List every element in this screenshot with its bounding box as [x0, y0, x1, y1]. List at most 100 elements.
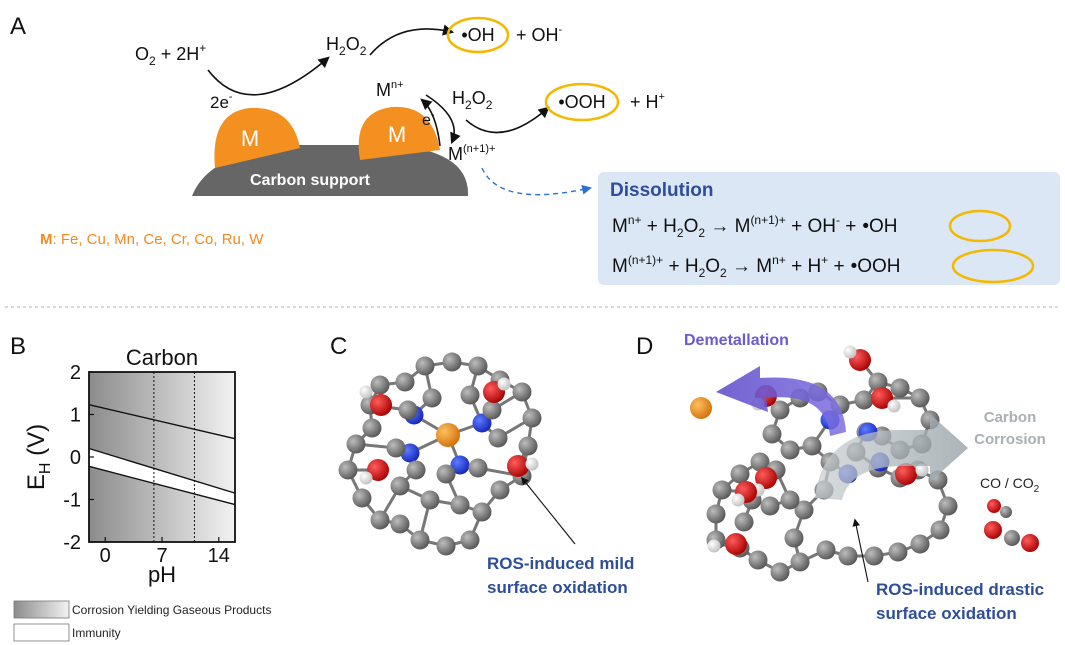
c-carbon-atom: [390, 476, 410, 496]
mild-oxidation-line1: ROS-induced mild: [487, 554, 634, 573]
legend-label-immunity: Immunity: [72, 626, 121, 640]
metal-particle-left: [214, 107, 300, 168]
electrons-2e: 2e-: [210, 91, 233, 112]
c-carbon-atom: [468, 356, 488, 376]
d-carbon-atom: [910, 388, 930, 408]
d-hydrogen-atom: [915, 463, 929, 477]
highlight-ooh-eq2: [951, 248, 1035, 284]
plus-h-plus: + H+: [630, 91, 665, 112]
co2-oxygen-1: [984, 521, 1002, 539]
c-carbon-atom: [415, 356, 435, 376]
h2o2-middle: H2O2: [452, 88, 493, 112]
panel-label-c: C: [330, 333, 347, 360]
c-hydrogen-atom: [525, 457, 539, 471]
c-carbon-atom: [386, 438, 406, 458]
oh-radical-top: •OH: [461, 25, 494, 45]
co-oxygen: [987, 499, 1001, 513]
chart-title: Carbon: [126, 345, 198, 370]
c-metal-atom: [436, 423, 460, 447]
panel-label-a: A: [10, 13, 26, 40]
c-carbon-atom: [420, 490, 440, 510]
highlight-oh-top: [446, 16, 510, 54]
d-carbon-atom: [750, 452, 770, 472]
c-carbon-atom: [460, 530, 480, 550]
c-nitrogen-atom: [450, 455, 470, 475]
d-carbon-atom: [794, 500, 814, 520]
metals-list: M: Fe, Cu, Mn, Ce, Cr, Co, Ru, W: [40, 231, 264, 248]
m-n1-plus: M(n+1)+: [448, 143, 495, 164]
metal-label-right: M: [388, 122, 406, 147]
arrow-to-dissolution: [481, 167, 592, 196]
highlight-ooh: [544, 82, 620, 122]
legend-swatch-gas: [13, 600, 70, 619]
d-hydrogen-atom: [707, 539, 721, 553]
reactant-o2-2h: O2 + 2H+: [135, 41, 206, 68]
panel-label-b: B: [10, 333, 26, 360]
c-carbon-atom: [410, 530, 430, 550]
dissolution-eq1: Mn+ + H2O2 → M(n+1)+ + OH- +•OH: [612, 213, 897, 240]
y-axis-label: EH (V): [23, 424, 54, 490]
x-tick-label-1: 7: [156, 545, 167, 567]
d-oxygen-atom: [895, 463, 917, 485]
d-carbon-atom: [854, 390, 874, 410]
c-carbon-atom: [406, 460, 426, 480]
d-carbon-atom: [730, 464, 750, 484]
arrow-o2-to-h2o2: [207, 56, 330, 96]
arrow-mild-oxidation: [521, 476, 576, 545]
arrow-h2o2-to-oh: [369, 24, 455, 56]
x-tick-label-0: 0: [100, 545, 111, 567]
co-carbon: [1000, 506, 1012, 518]
molecule-mild-oxidation: [338, 352, 542, 556]
d-carbon-atom: [938, 496, 958, 516]
d-carbon-atom: [760, 496, 780, 516]
m-n-plus: Mn+: [376, 79, 404, 100]
d-carbon-atom: [790, 552, 810, 572]
d-carbon-atom: [712, 480, 732, 500]
d-carbon-atom: [762, 424, 782, 444]
c-carbon-atom: [398, 400, 418, 420]
y-axis-label-unit: (V): [23, 424, 50, 463]
d-oxygen-atom: [871, 387, 893, 409]
c-carbon-atom: [370, 375, 390, 395]
d-carbon-atom: [780, 440, 800, 460]
c-carbon-atom: [460, 385, 480, 405]
d-carbon-atom: [930, 520, 950, 540]
arrow-reduction: [420, 98, 441, 147]
carbon-support-label: Carbon support: [250, 172, 371, 189]
panel-label-d: D: [636, 333, 653, 360]
y-tick-label-1: 1: [70, 405, 81, 427]
d-carbon-atom: [706, 504, 726, 524]
y-tick-label-2: 0: [70, 447, 81, 469]
y-axis-label-e: E: [23, 474, 50, 490]
c-carbon-atom: [488, 428, 508, 448]
c-carbon-atom: [482, 400, 502, 420]
c-hydrogen-atom: [497, 377, 511, 391]
metal-label-left: M: [241, 126, 259, 151]
d-oxygen-atom: [725, 533, 747, 555]
ejected-metal-atom: [690, 397, 712, 419]
carbon-corrosion-line2: Corrosion: [974, 431, 1046, 448]
drastic-oxidation-line1: ROS-induced drastic: [876, 580, 1044, 599]
mild-oxidation-line2: surface oxidation: [487, 578, 628, 597]
c-hydrogen-atom: [359, 385, 373, 399]
d-carbon-atom: [770, 400, 790, 420]
c-carbon-atom: [512, 382, 532, 402]
y-tick-label-4: -2: [63, 532, 81, 554]
carbon-support: [192, 145, 469, 196]
d-carbon-atom: [838, 546, 858, 566]
c-carbon-atom: [362, 418, 382, 438]
carbon-corrosion-line1: Carbon: [984, 409, 1037, 426]
carbon-corrosion-arrow: [815, 414, 968, 500]
metal-particle-right: [358, 106, 440, 160]
c-carbon-atom: [468, 458, 488, 478]
d-carbon-atom: [816, 540, 836, 560]
electron-e: e-: [422, 109, 435, 129]
d-hydrogen-atom: [843, 345, 857, 359]
c-carbon-atom: [442, 352, 462, 372]
d-carbon-atom: [780, 490, 800, 510]
c-carbon-atom: [450, 495, 470, 515]
dissolution-eq2: M(n+1)+ + H2O2 → Mn+ + H+ +•OOH: [612, 253, 901, 280]
d-carbon-atom: [734, 512, 754, 532]
c-carbon-atom: [338, 460, 358, 480]
